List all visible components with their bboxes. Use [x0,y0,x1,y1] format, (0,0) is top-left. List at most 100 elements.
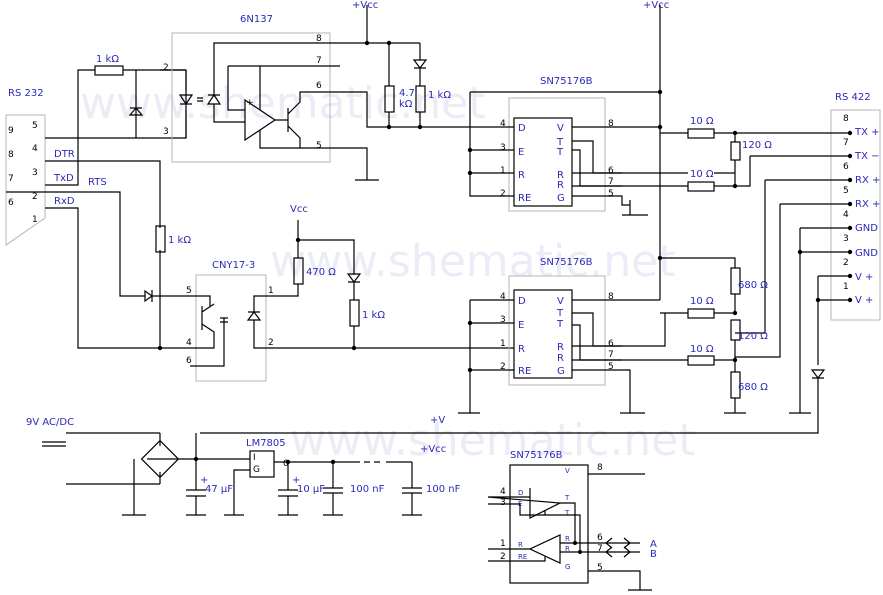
svg-text:R: R [557,353,564,364]
resistor-10-b [687,181,715,192]
resistor-680-b-label: 680 Ω [738,382,768,393]
node [847,225,853,231]
svg-text:6: 6 [608,166,614,176]
sn75176b-top-pins: 4 3 1 2 D E R RE V T T R R G 8 6 7 5 [500,119,614,204]
resistor-10-a-label: 10 Ω [690,116,714,127]
resistor-470 [293,257,304,285]
regulator-body [249,450,275,478]
reg-pin-i: I [253,453,256,463]
sn75176b-mid-wires [458,299,660,414]
wire [173,433,197,460]
cny17-internal [152,295,286,367]
svg-text:T: T [564,509,570,517]
svg-text:8: 8 [597,463,603,473]
supply-label: 9V AC/DC [26,417,74,428]
wire [286,326,514,349]
svg-text:3: 3 [500,143,506,153]
sn75176b-mid-title: SN75176B [540,257,593,268]
rs422-pin-labels: 8 TX + 7 TX − 6 RX + 5 RX + 4 GND 3 GND … [843,114,880,306]
svg-text:RE: RE [518,553,527,561]
svg-text:3: 3 [32,168,38,178]
svg-text:R: R [518,170,525,181]
rs422-title: RS 422 [835,92,871,103]
svg-text:1: 1 [500,339,506,349]
svg-text:7: 7 [8,174,14,184]
cap-47-label: 47 µF [205,484,233,495]
node [467,320,473,326]
resistor-10-d-label: 10 Ω [690,344,714,355]
opto-cny17-title: CNY17-3 [212,260,255,271]
node [578,550,582,554]
svg-text:RE: RE [518,366,531,377]
node [157,345,163,351]
bus-arrows [605,537,631,558]
resistor-470-label: 470 Ω [306,267,336,278]
node [285,459,291,465]
watermark: www.shematic.net [290,415,695,466]
rs422-wires [200,132,850,434]
svg-text:5: 5 [608,189,614,199]
opto-pin-5: 5 [316,141,322,151]
vcc-rail-2 [470,5,661,300]
svg-text:TX +: TX + [854,127,880,138]
svg-text:7: 7 [843,138,849,148]
wire [224,469,250,516]
node [847,177,853,183]
opto-6n137-box [171,32,331,163]
resistor-120-a [730,141,741,161]
svg-text:R: R [565,545,570,553]
svg-text:8: 8 [608,119,614,129]
vcc-label-2: +Vcc [643,0,669,11]
svg-text:4: 4 [500,292,506,302]
wire [660,257,746,414]
svg-text:RE: RE [518,193,531,204]
node [847,130,853,136]
svg-text:8: 8 [608,292,614,302]
resistor-1k-mid [349,299,360,327]
node [657,89,663,95]
svg-text:GND: GND [855,223,878,234]
svg-text:1: 1 [268,286,274,296]
node [573,541,577,545]
opto-pin-7: 7 [316,56,322,66]
node [847,249,853,255]
sn75176b-top-box [508,97,606,212]
node [847,153,853,159]
svg-text:2: 2 [500,552,506,562]
svg-text:T: T [556,137,564,148]
svg-text:2: 2 [32,192,38,202]
svg-text:V: V [557,296,564,307]
v-plus-label: +V [430,415,445,426]
svg-text:R: R [565,535,570,543]
diode-clamp [128,70,144,138]
sn75176b-mid-box [508,275,606,386]
node [732,310,738,316]
dtr-label: DTR [54,149,75,160]
sn75176b-bottom-internal [487,473,652,591]
node [732,357,738,363]
resistor-1k-top-label: 1 kΩ [96,54,119,65]
svg-text:R: R [518,344,525,355]
svg-text:4: 4 [186,338,192,348]
regulator-title: LM7805 [246,438,286,449]
watermark: www.shematic.net [270,236,675,287]
svg-text:3: 3 [500,498,506,508]
resistor-120-b [730,319,741,341]
rts-label: RTS [88,177,107,188]
opto-pin-8: 8 [316,34,322,44]
reg-pin-g: G [253,465,260,475]
node [364,40,370,46]
node [657,124,663,130]
txd-label: TxD [53,173,74,184]
node [330,459,336,465]
cap-100-a-label: 100 nF [350,484,385,495]
output-b-label: B [650,549,657,560]
opto-light [197,97,203,102]
svg-text:1: 1 [32,215,38,225]
resistor-10-c [687,308,715,319]
svg-text:7: 7 [608,177,614,187]
svg-text:T: T [564,494,570,502]
resistor-680-a-label: 680 Ω [738,280,768,291]
svg-text:2: 2 [500,189,506,199]
